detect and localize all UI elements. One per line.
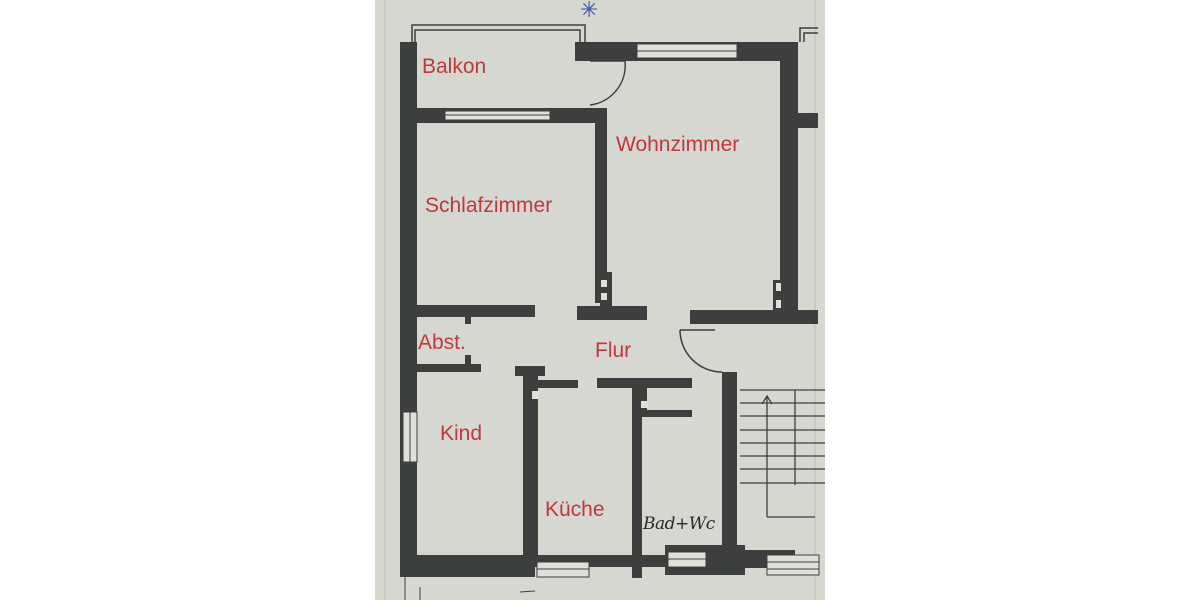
room-label-bad: Bad+Wc xyxy=(643,514,715,534)
room-label-schlafzimmer: Schlafzimmer xyxy=(425,194,553,217)
floor-plan-photo: ✳ Balkon Wohnzimmer Schlafzimmer Abst. F… xyxy=(375,0,825,600)
walls xyxy=(400,42,818,578)
pen-marker-icon: ✳ xyxy=(580,0,598,23)
room-label-kueche: Küche xyxy=(545,498,605,521)
staircase xyxy=(740,389,825,518)
room-label-wohnzimmer: Wohnzimmer xyxy=(616,133,740,156)
doors xyxy=(589,60,723,373)
room-label-balkon: Balkon xyxy=(422,55,487,78)
room-label-kind: Kind xyxy=(440,422,483,445)
floor-plan-drawing: ✳ xyxy=(384,0,825,600)
room-label-abstellraum: Abst. xyxy=(418,331,466,354)
room-label-flur: Flur xyxy=(595,339,632,362)
